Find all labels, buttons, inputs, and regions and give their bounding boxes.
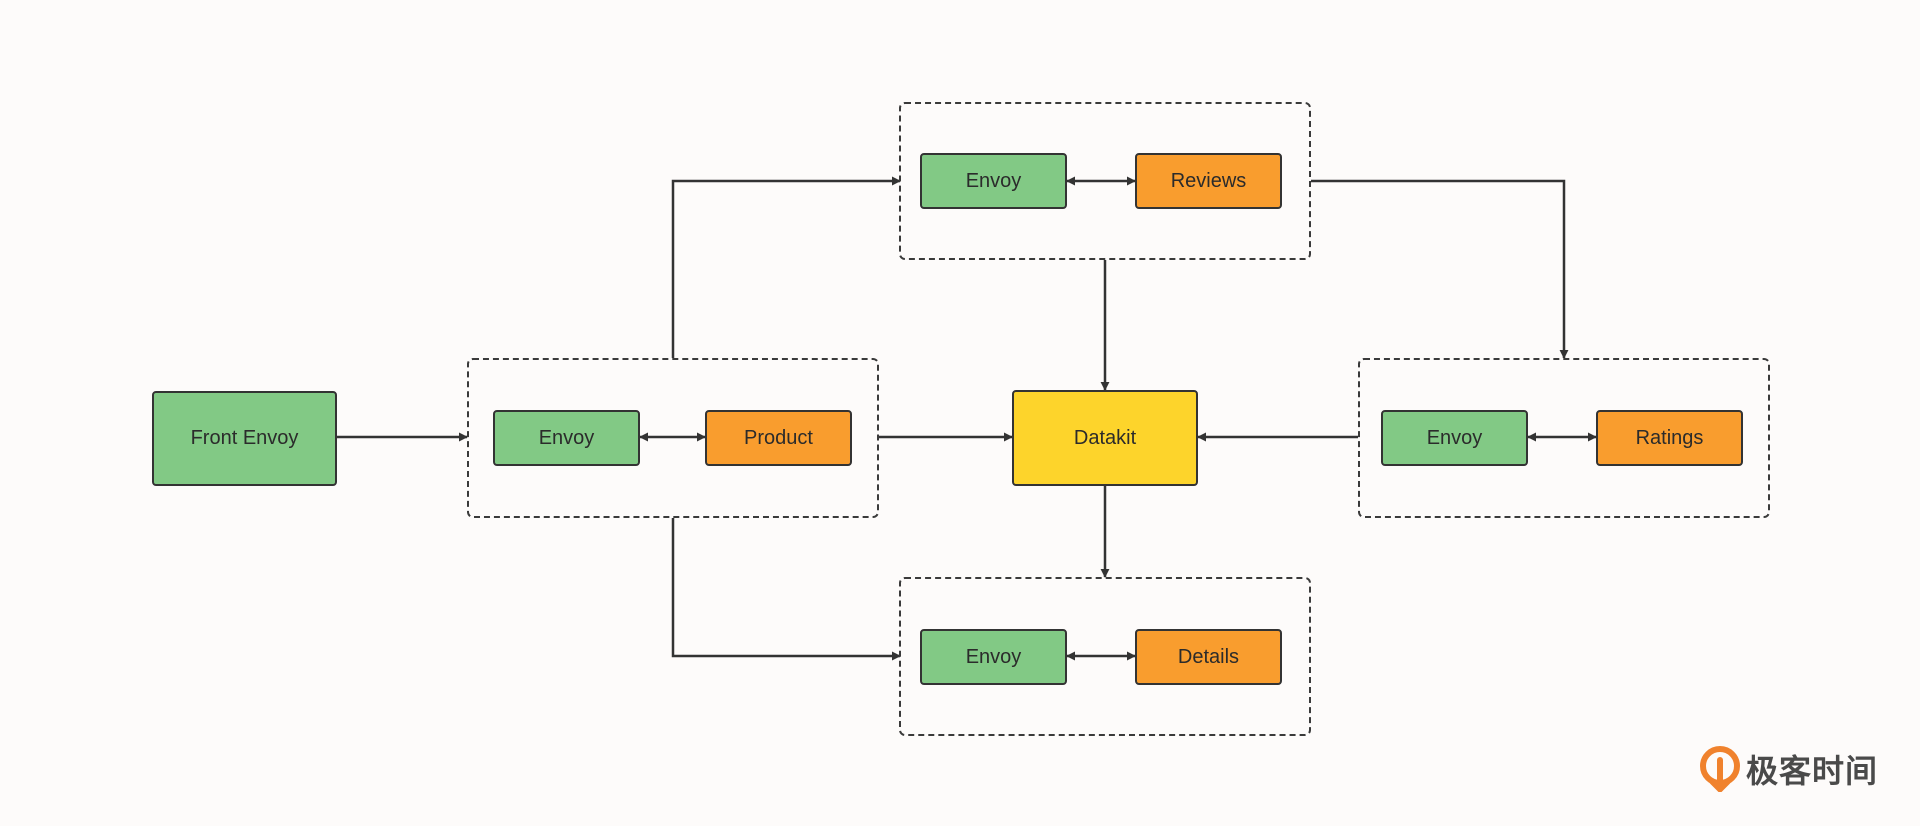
- ratings-pod-group: [1358, 358, 1770, 518]
- reviews-envoy-node: Envoy: [920, 153, 1067, 209]
- details-pod-group: [899, 577, 1311, 736]
- ratings-envoy-node: Envoy: [1381, 410, 1528, 466]
- reviews-pod-group: [899, 102, 1311, 260]
- edge-product-to-details: [671, 518, 901, 661]
- product-service-node: Product: [705, 410, 852, 466]
- front-envoy-node: Front Envoy: [152, 391, 337, 486]
- geektime-logo-icon: [1700, 746, 1740, 792]
- ratings-service-node: Ratings: [1596, 410, 1743, 466]
- details-service-node: Details: [1135, 629, 1282, 685]
- watermark-text: 极客时间: [1746, 753, 1879, 789]
- reviews-service-node: Reviews: [1135, 153, 1282, 209]
- product-envoy-node: Envoy: [493, 410, 640, 466]
- details-envoy-node: Envoy: [920, 629, 1067, 685]
- geektime-watermark: 极客时间: [1700, 744, 1878, 794]
- edge-product-to-reviews: [671, 176, 901, 358]
- product-pod-group: [467, 358, 879, 518]
- datakit-node: Datakit: [1012, 390, 1198, 486]
- edge-reviews-to-ratings: [1311, 179, 1569, 359]
